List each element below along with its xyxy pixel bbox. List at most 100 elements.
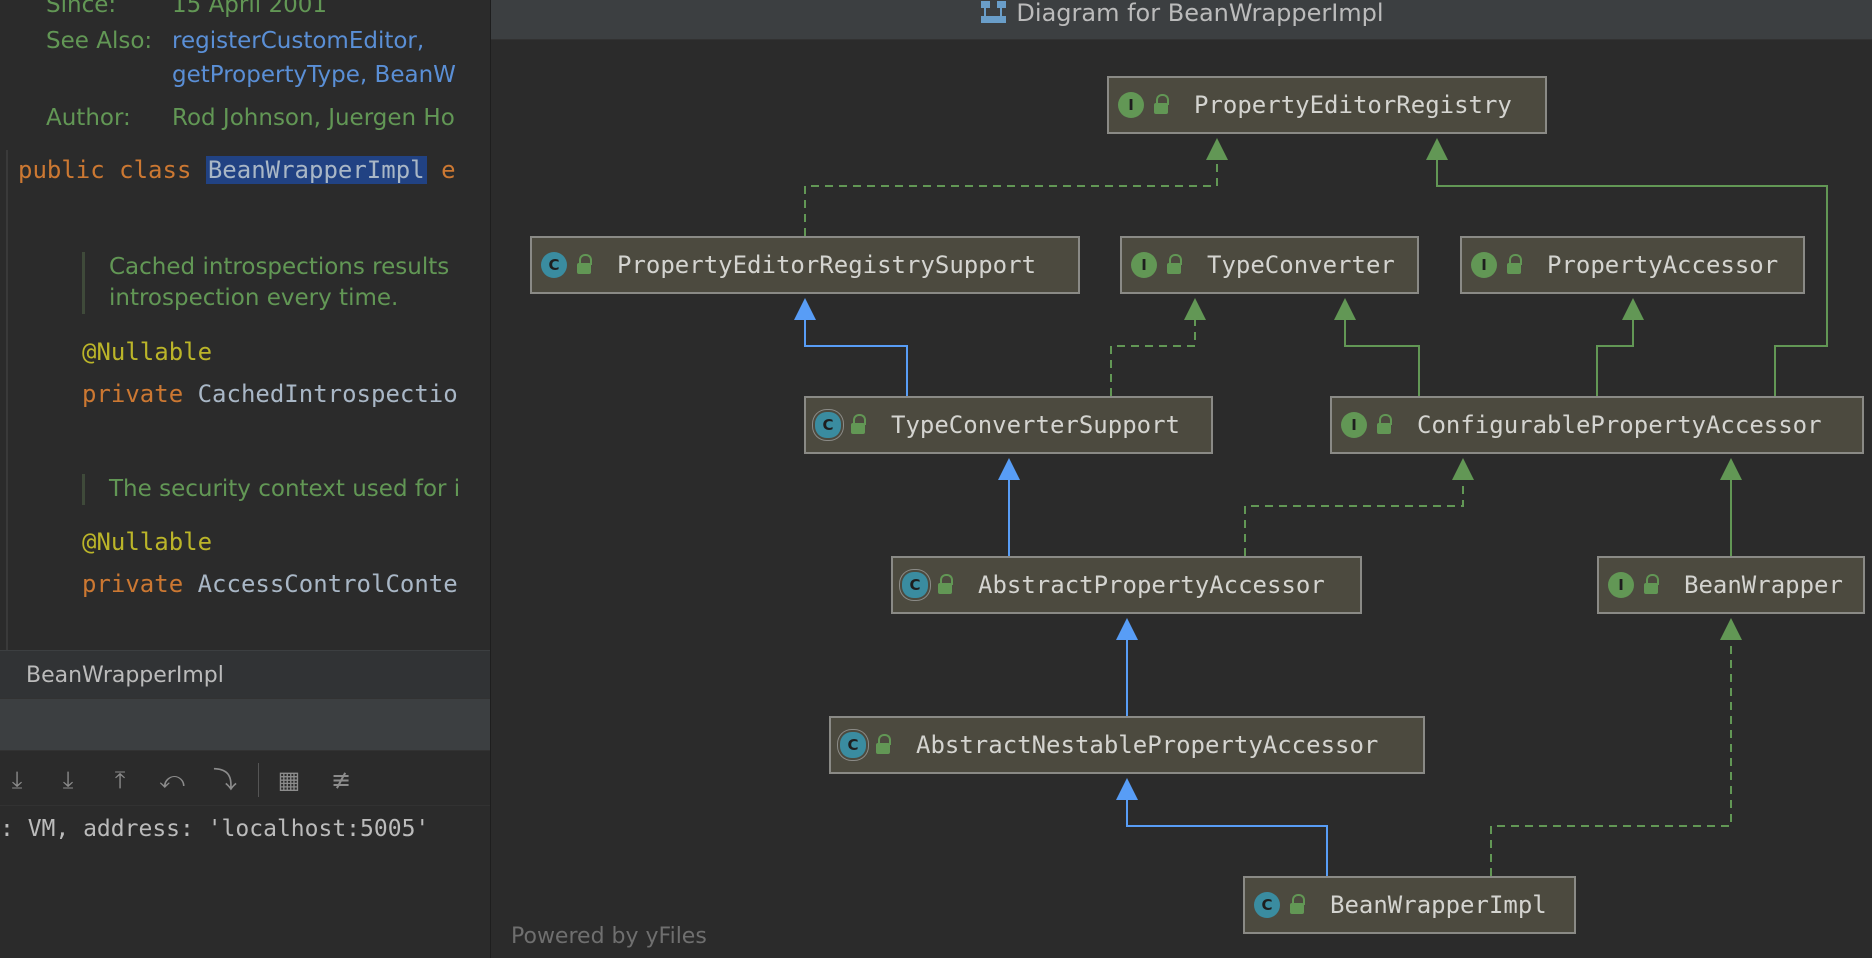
keyword-class: class — [119, 156, 192, 184]
arrowhead — [1116, 618, 1138, 640]
step-over-icon[interactable]: ⤓ — [11, 766, 23, 794]
node-label: ConfigurablePropertyAccessor — [1417, 411, 1822, 439]
step-out-icon[interactable]: ⤒ — [114, 766, 126, 794]
doc-see-also-link-1[interactable]: registerCustomEditor, — [172, 28, 425, 54]
code-editor[interactable]: Since: 15 April 2001 See Also:registerCus… — [0, 0, 490, 650]
edge-bwi-implements-bw — [1490, 618, 1742, 876]
doc-since-row: Since: 15 April 2001 — [46, 0, 327, 18]
arrowhead — [1720, 458, 1742, 480]
node-property-accessor[interactable]: I PropertyAccessor — [1460, 236, 1805, 294]
node-abstract-property-accessor[interactable]: C AbstractPropertyAccessor — [891, 556, 1362, 614]
run-to-cursor-icon[interactable]: ⤵ — [213, 766, 237, 794]
arrowhead — [1116, 778, 1138, 800]
diagram-icon — [980, 0, 1008, 24]
interface-icon: I — [1118, 92, 1144, 118]
uml-diagram-popup[interactable]: Diagram for BeanWrapperImpl I PropertyEdi… — [490, 0, 1872, 958]
class-declaration[interactable]: public class BeanWrapperImpl e — [18, 156, 456, 184]
node-abstract-nestable-property-accessor[interactable]: C AbstractNestablePropertyAccessor — [829, 716, 1425, 774]
nullable-annotation-2: @Nullable — [82, 528, 213, 556]
debug-console[interactable]: : VM, address: 'localhost:5005' — [0, 806, 490, 958]
trace-icon[interactable]: ≢ — [330, 766, 352, 794]
edge-cpa-extends-tc — [1334, 298, 1420, 396]
node-label: PropertyEditorRegistrySupport — [617, 251, 1037, 279]
node-configurable-property-accessor[interactable]: I ConfigurablePropertyAccessor — [1330, 396, 1864, 454]
doc-since-key: Since: — [46, 0, 117, 18]
arrowhead — [998, 458, 1020, 480]
field-2-type: AccessControlConte — [197, 570, 458, 598]
lock-icon — [1644, 574, 1662, 596]
doc-see-also-row: See Also:registerCustomEditor, — [46, 28, 424, 54]
node-label: AbstractPropertyAccessor — [978, 571, 1325, 599]
arrowhead — [1452, 458, 1474, 480]
lock-icon — [876, 734, 894, 756]
lock-icon — [938, 574, 956, 596]
edge-tcs-extends-pers — [794, 298, 908, 396]
doc-author-key: Author: — [46, 105, 131, 131]
indent-guide — [6, 150, 8, 650]
field-declaration-1[interactable]: private CachedIntrospectio — [82, 380, 458, 408]
selected-class-name[interactable]: BeanWrapperImpl — [205, 156, 427, 184]
debug-toolbar: ⤓ ⤓ ⤒ ⤺ ⤵ ▦ ≢ — [0, 750, 490, 806]
abstract-class-icon: C — [840, 732, 866, 758]
step-into-icon[interactable]: ⤓ — [62, 766, 74, 794]
field-declaration-2[interactable]: private AccessControlConte — [82, 570, 458, 598]
toolbar-separator — [258, 763, 259, 797]
doc-comment-1-line-1: Cached introspections results — [109, 254, 450, 280]
breadcrumb-class[interactable]: BeanWrapperImpl — [26, 663, 224, 688]
doc-author-value: Rod Johnson, Juergen Ho — [172, 105, 455, 131]
edge-cpa-extends-per — [1426, 138, 1828, 396]
arrowhead — [1720, 618, 1742, 640]
node-label: PropertyAccessor — [1547, 251, 1779, 279]
edge-anpa-extends-apa — [1116, 618, 1138, 716]
field-1-type: CachedIntrospectio — [197, 380, 458, 408]
edge-tcs-implements-tc — [1110, 298, 1206, 396]
arrowhead — [1426, 138, 1448, 160]
arrowhead — [1622, 298, 1644, 320]
diagram-title-bar[interactable]: Diagram for BeanWrapperImpl — [491, 0, 1872, 40]
node-label: BeanWrapperImpl — [1330, 891, 1547, 919]
doc-see-also-link-2[interactable]: getPropertyType, BeanW — [172, 62, 456, 88]
edge-apa-implements-cpa — [1244, 458, 1474, 556]
arrowhead — [794, 298, 816, 320]
edge-cpa-extends-pa — [1596, 298, 1644, 396]
tool-window-header — [0, 698, 490, 750]
edge-bw-extends-cpa — [1720, 458, 1742, 556]
doc-since-value: 15 April 2001 — [172, 0, 327, 18]
interface-icon: I — [1471, 252, 1497, 278]
evaluate-expression-icon[interactable]: ▦ — [277, 766, 301, 794]
keyword-extends-fragment: e — [441, 156, 456, 184]
keyword-private-2: private — [82, 570, 184, 598]
breadcrumb[interactable]: BeanWrapperImpl — [0, 650, 490, 698]
diagram-title: Diagram for BeanWrapperImpl — [1016, 0, 1384, 27]
node-label: BeanWrapper — [1684, 571, 1843, 599]
keyword-public: public — [18, 156, 105, 184]
doc-comment-1: Cached introspections results introspect… — [82, 252, 449, 314]
nullable-annotation-1: @Nullable — [82, 338, 213, 366]
edge-pers-implements-per — [804, 138, 1228, 236]
lock-icon — [1507, 254, 1525, 276]
drop-frame-icon[interactable]: ⤺ — [159, 766, 185, 794]
doc-see-also-row-2: getPropertyType, BeanW — [172, 62, 456, 88]
interface-icon: I — [1341, 412, 1367, 438]
node-label: PropertyEditorRegistry — [1194, 91, 1512, 119]
arrowhead — [1206, 138, 1228, 160]
edge-bwi-extends-anpa — [1116, 778, 1328, 876]
node-label: AbstractNestablePropertyAccessor — [916, 731, 1379, 759]
abstract-class-icon: C — [815, 412, 841, 438]
lock-icon — [1154, 94, 1172, 116]
doc-comment-1-line-2: introspection every time. — [109, 285, 399, 311]
keyword-private-1: private — [82, 380, 184, 408]
doc-comment-2-line-1: The security context used for i — [109, 476, 461, 502]
node-property-editor-registry[interactable]: I PropertyEditorRegistry — [1107, 76, 1547, 134]
node-label: TypeConverter — [1207, 251, 1395, 279]
abstract-class-icon: C — [902, 572, 928, 598]
lock-icon — [1290, 894, 1308, 916]
lock-icon — [851, 414, 869, 436]
arrowhead — [1334, 298, 1356, 320]
lock-icon — [1377, 414, 1395, 436]
